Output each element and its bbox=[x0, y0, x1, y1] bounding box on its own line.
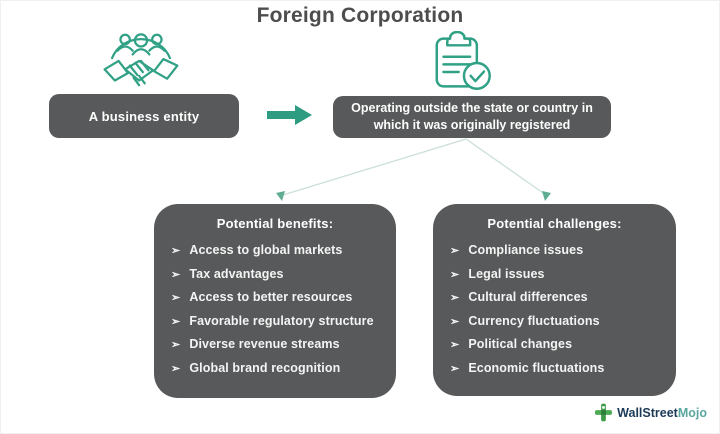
challenges-list: ➢ Compliance issues ➢ Legal issues ➢ Cul… bbox=[433, 243, 676, 375]
logo-text-wallstreet: WallStreet bbox=[617, 405, 678, 420]
arrow-bullet-icon: ➢ bbox=[450, 292, 460, 304]
handshake-team-icon bbox=[103, 33, 179, 87]
arrow-bullet-icon: ➢ bbox=[450, 339, 460, 351]
arrow-bullet-icon: ➢ bbox=[171, 362, 181, 375]
challenges-title: Potential challenges: bbox=[487, 216, 622, 231]
challenge-list-item: ➢ Economic fluctuations bbox=[450, 361, 668, 375]
benefit-list-item: ➢ Global brand recognition bbox=[171, 361, 388, 375]
wallstreetmojo-plus-icon bbox=[595, 403, 613, 422]
definition-box: Operating outside the state or country i… bbox=[333, 96, 611, 138]
benefit-item-label: Access to global markets bbox=[189, 243, 343, 257]
benefit-item-label: Diverse revenue streams bbox=[189, 337, 340, 351]
benefits-panel: Potential benefits: ➢ Access to global m… bbox=[154, 204, 396, 398]
entity-box-label: A business entity bbox=[88, 108, 200, 124]
benefit-item-label: Access to better resources bbox=[189, 290, 353, 304]
benefit-item-label: Tax advantages bbox=[189, 266, 284, 281]
benefits-title: Potential benefits: bbox=[216, 216, 334, 231]
challenge-list-item: ➢ Currency fluctuations bbox=[450, 314, 668, 328]
benefit-list-item: ➢ Favorable regulatory structure bbox=[171, 314, 388, 328]
page-title: Foreign Corporation bbox=[256, 4, 464, 27]
arrow-bullet-icon: ➢ bbox=[450, 268, 460, 281]
logo-text-mojo: Mojo bbox=[677, 405, 707, 420]
challenge-list-item: ➢ Compliance issues bbox=[450, 243, 668, 257]
right-block-arrow-icon bbox=[267, 105, 312, 125]
arrow-bullet-icon: ➢ bbox=[171, 315, 181, 328]
arrow-bullet-icon: ➢ bbox=[171, 292, 181, 304]
arrow-bullet-icon: ➢ bbox=[450, 315, 460, 328]
challenge-item-label: Currency fluctuations bbox=[468, 313, 600, 328]
entity-box: A business entity bbox=[49, 94, 239, 138]
challenge-list-item: ➢ Cultural differences bbox=[450, 290, 668, 304]
challenge-item-label: Political changes bbox=[468, 337, 573, 351]
logo-text: WallStreetMojo bbox=[617, 406, 707, 420]
wallstreetmojo-logo: WallStreetMojo bbox=[595, 403, 707, 422]
benefit-item-label: Favorable regulatory structure bbox=[189, 313, 374, 328]
arrow-bullet-icon: ➢ bbox=[450, 245, 460, 257]
challenge-item-label: Compliance issues bbox=[468, 243, 584, 257]
definition-box-label: Operating outside the state or country i… bbox=[351, 101, 593, 132]
arrow-bullet-icon: ➢ bbox=[450, 362, 460, 375]
benefits-list: ➢ Access to global markets ➢ Tax advanta… bbox=[154, 243, 396, 375]
clipboard-check-icon bbox=[435, 31, 491, 90]
challenges-panel: Potential challenges: ➢ Compliance issue… bbox=[433, 204, 676, 396]
benefit-list-item: ➢ Access to global markets bbox=[171, 243, 388, 257]
arrow-bullet-icon: ➢ bbox=[171, 245, 181, 257]
arrow-bullet-icon: ➢ bbox=[171, 339, 181, 351]
benefit-item-label: Global brand recognition bbox=[189, 360, 341, 375]
benefit-list-item: ➢ Diverse revenue streams bbox=[171, 337, 388, 351]
connector-arrowhead-left bbox=[276, 191, 285, 201]
benefit-list-item: ➢ Access to better resources bbox=[171, 290, 388, 304]
benefit-list-item: ➢ Tax advantages bbox=[171, 267, 388, 281]
challenge-list-item: ➢ Political changes bbox=[450, 337, 668, 351]
arrow-bullet-icon: ➢ bbox=[171, 268, 181, 281]
challenge-item-label: Economic fluctuations bbox=[468, 360, 605, 375]
challenge-list-item: ➢ Legal issues bbox=[450, 267, 668, 281]
connector-arrowhead-right bbox=[542, 191, 551, 201]
challenge-item-label: Legal issues bbox=[468, 266, 545, 281]
challenge-item-label: Cultural differences bbox=[468, 290, 588, 304]
